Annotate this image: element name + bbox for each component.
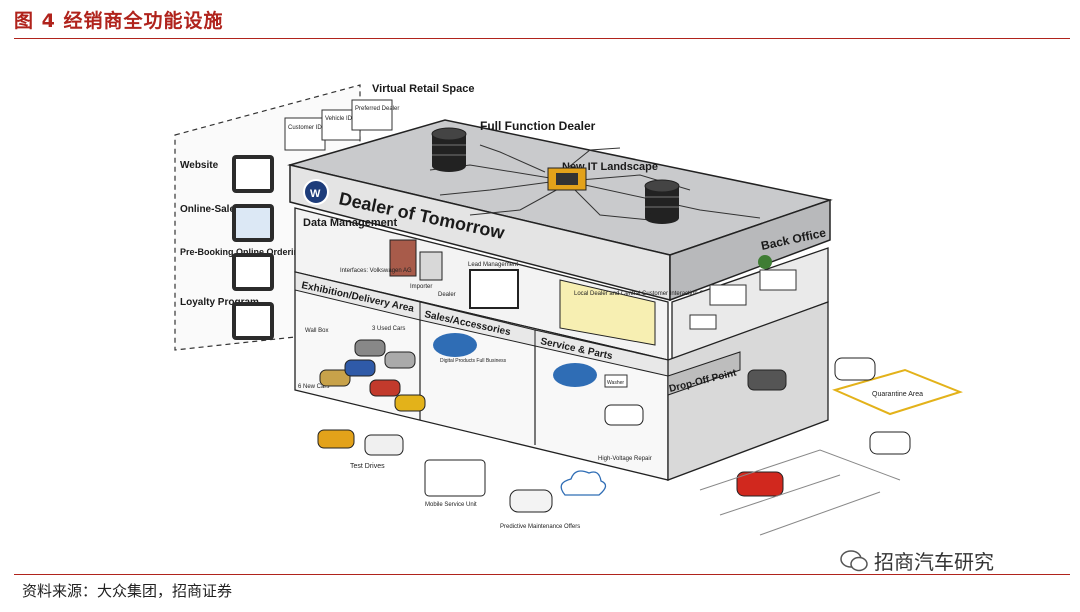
lead-management-screen bbox=[469, 269, 519, 309]
wall-box-label: Wall Box bbox=[305, 328, 328, 334]
car-icon bbox=[869, 431, 911, 455]
service-van-icon bbox=[424, 459, 486, 497]
source-rule bbox=[14, 574, 1070, 575]
loyalty-program-label: Loyalty Program bbox=[180, 297, 259, 308]
customer-id-label: Customer ID bbox=[288, 125, 322, 131]
cloud-icon bbox=[553, 363, 597, 387]
watermark: 招商汽车研究 bbox=[840, 546, 994, 575]
car-icon bbox=[317, 429, 355, 449]
car-icon bbox=[509, 489, 553, 513]
car-icon bbox=[364, 434, 404, 456]
building-roof: Full Function Dealer New IT Landscape bbox=[287, 119, 833, 302]
used-cars-label: 3 Used Cars bbox=[372, 326, 405, 332]
parking-lines bbox=[699, 449, 901, 536]
preferred-dealer-label: Preferred Dealer bbox=[355, 106, 399, 112]
svg-text:W: W bbox=[310, 188, 321, 200]
database-icon bbox=[644, 179, 680, 224]
washer-sign bbox=[604, 374, 628, 388]
pre-booking-label: Pre-Booking Online Ordering bbox=[180, 247, 305, 257]
online-sales-label: Online-Sales bbox=[180, 204, 241, 215]
car-icon bbox=[747, 369, 787, 391]
preferred-dealer-card bbox=[351, 99, 393, 131]
dealer-label: Dealer bbox=[438, 292, 456, 298]
washer-label: Washer bbox=[607, 380, 624, 386]
car-icon bbox=[394, 394, 426, 412]
car-icon bbox=[354, 339, 386, 357]
plant-icon bbox=[758, 255, 772, 269]
vehicle-id-label: Vehicle ID bbox=[325, 116, 353, 122]
quarantine-zone bbox=[832, 368, 963, 416]
ground-floor: Exhibition/Delivery Area Sales/Accessori… bbox=[294, 271, 669, 481]
title-rule bbox=[14, 38, 1070, 39]
car-icon bbox=[344, 359, 376, 377]
importer-label: Importer bbox=[410, 284, 432, 290]
dealer-illustration: Virtual Retail Space Website Online-Sale… bbox=[174, 83, 963, 536]
full-function-dealer-label: Full Function Dealer bbox=[480, 119, 596, 133]
digital-products-label: Digital Products Full Business bbox=[440, 358, 507, 364]
server-rack-icon bbox=[389, 239, 417, 277]
customer-id-card bbox=[284, 117, 326, 151]
upper-floor: Data Management Interfaces: Volkswagen A… bbox=[294, 207, 717, 361]
volkswagen-ag-label: Interfaces: Volkswagen AG bbox=[340, 268, 412, 274]
test-drives-label: Test Drives bbox=[350, 463, 385, 470]
drop-off-annex: Drop-Off Point Quarantine Area bbox=[667, 301, 963, 481]
back-office-room bbox=[671, 247, 829, 361]
virtual-retail-panel: Virtual Retail Space Website Online-Sale… bbox=[174, 83, 475, 351]
website-label: Website bbox=[180, 160, 219, 171]
vw-logo-icon bbox=[303, 179, 329, 205]
customer-center-label: Local Dealer and Central Customer Intera… bbox=[574, 291, 717, 297]
desk-icon bbox=[689, 314, 717, 330]
cloud-icon bbox=[433, 333, 477, 357]
car-icon bbox=[319, 369, 351, 387]
server-icon bbox=[419, 251, 443, 281]
customer-center-area bbox=[559, 279, 656, 346]
high-voltage-label: High-Voltage Repair bbox=[598, 456, 652, 462]
database-icon bbox=[431, 127, 467, 172]
watermark-text: 招商汽车研究 bbox=[874, 550, 994, 574]
wechat-icon bbox=[840, 549, 868, 571]
car-icon bbox=[604, 404, 644, 426]
quarantine-label: Quarantine Area bbox=[872, 391, 923, 398]
figure-source: 资料来源：大众集团，招商证券 bbox=[22, 582, 233, 600]
mobile-service-label: Mobile Service Unit bbox=[425, 502, 477, 508]
lead-management-label: Lead Management bbox=[468, 262, 518, 268]
cars bbox=[317, 339, 911, 513]
car-icon bbox=[384, 351, 416, 369]
cloud-icon bbox=[560, 470, 607, 496]
car-icon bbox=[369, 379, 401, 397]
car-icon bbox=[736, 471, 784, 497]
predictive-maintenance-label: Predictive Maintenance Offers bbox=[500, 524, 580, 530]
data-management-label: Data Management bbox=[303, 217, 397, 229]
car-icon bbox=[834, 357, 876, 381]
virtual-retail-space-label: Virtual Retail Space bbox=[372, 83, 475, 95]
new-cars-label: 6 New Cars bbox=[298, 384, 329, 390]
figure-title: 图 4 经销商全功能设施 bbox=[14, 10, 224, 32]
